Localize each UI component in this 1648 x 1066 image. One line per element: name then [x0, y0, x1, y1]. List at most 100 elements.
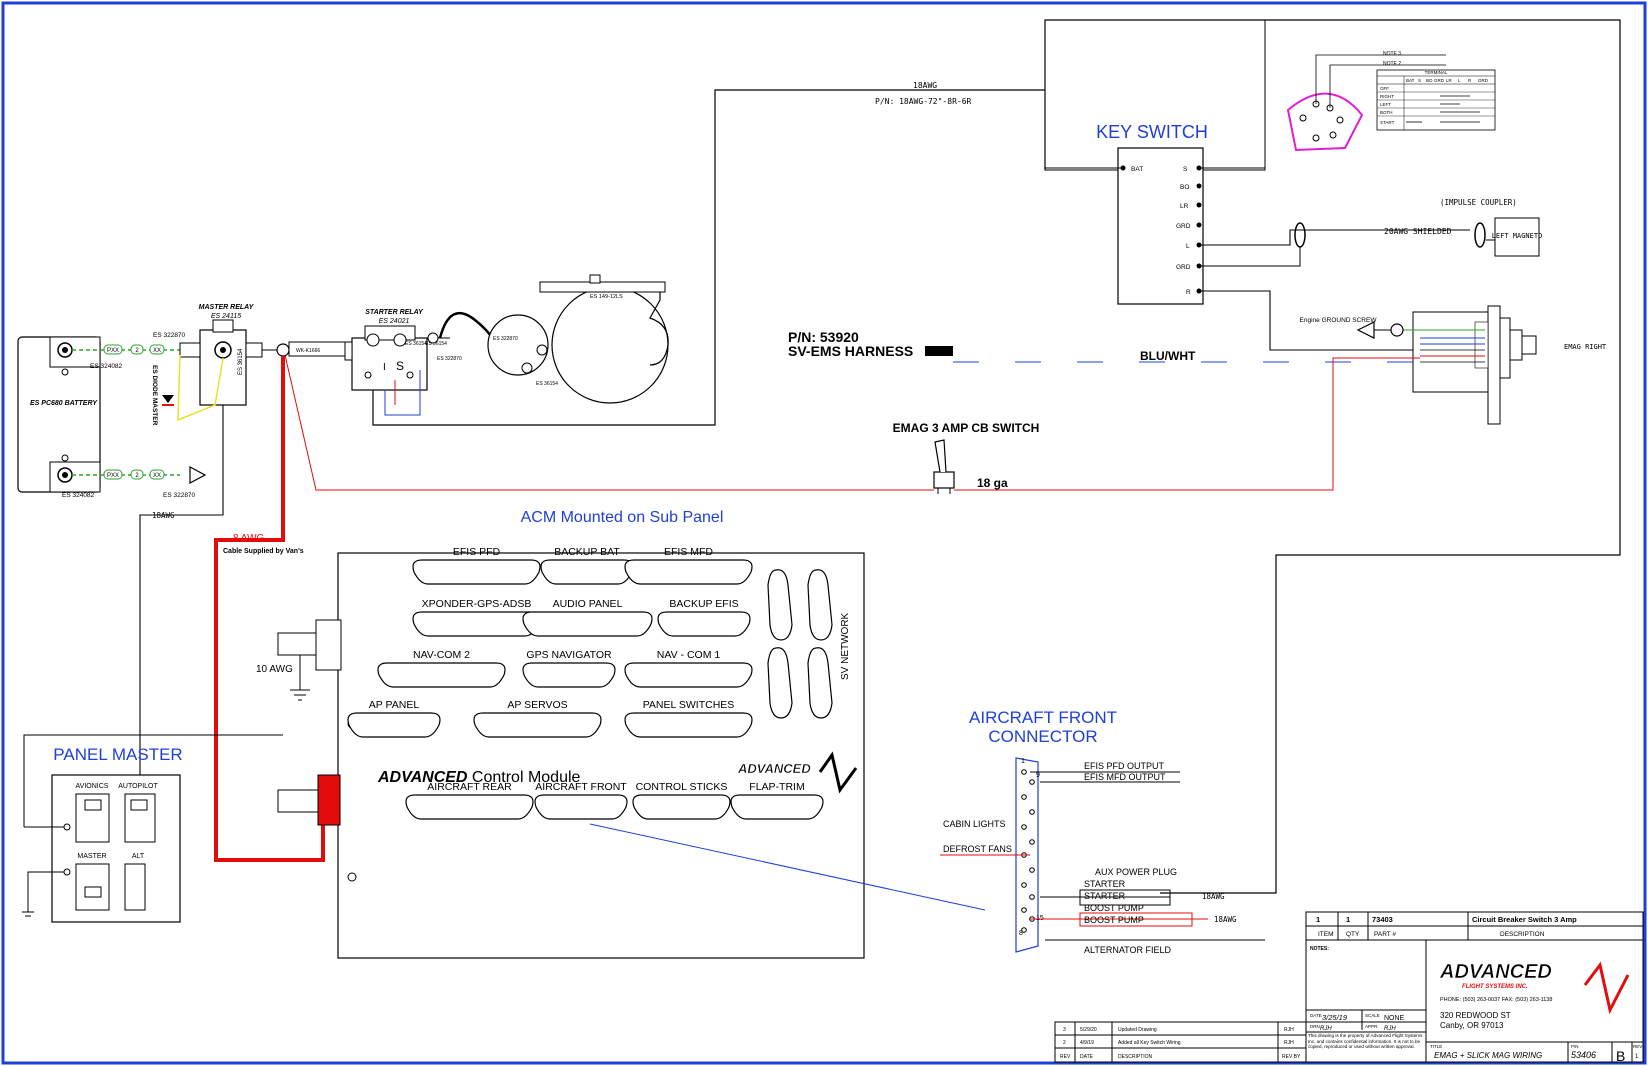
- svg-text:Circuit Breaker Switch 3 Amp: Circuit Breaker Switch 3 Amp: [1472, 915, 1577, 924]
- rev-row-0-date: 5/29/20: [1080, 1027, 1097, 1033]
- acm-connector-nav-com-1: NAV - COM 1: [624, 649, 753, 688]
- svg-text:REV BY: REV BY: [1282, 1054, 1301, 1060]
- svg-text:53406: 53406: [1571, 1050, 1596, 1060]
- acm-title: ADVANCED Control Module: [377, 769, 581, 786]
- acm-connector-control-sticks: CONTROL STICKS: [632, 781, 731, 820]
- front-connector-title-2: CONNECTOR: [988, 727, 1097, 746]
- svg-text:DATE: DATE: [1080, 1054, 1094, 1060]
- svg-text:LR: LR: [1446, 78, 1453, 83]
- panel-master-switches: AVIONICS AUTOPILOT MASTER ALT: [75, 783, 158, 911]
- starter-relay-wk: WK-K1666: [296, 348, 320, 354]
- svg-text:73403: 73403: [1372, 915, 1393, 924]
- svg-text:BO: BO: [1180, 184, 1189, 191]
- starter-relay: S I: [288, 325, 428, 416]
- svg-text:R: R: [1186, 289, 1191, 296]
- svg-text:PHONE: (503) 263-0037 FAX: (5: PHONE: (503) 263-0037 FAX: (503) 263-113…: [1440, 997, 1552, 1003]
- rev-row-1-by: RJH: [1284, 1040, 1294, 1046]
- acm-connector-aircraft-front: AIRCRAFT FRONT: [534, 781, 628, 820]
- rev-row-1-desc: Added all Key Switch Wiring: [1118, 1040, 1181, 1046]
- front-connector-title-1: AIRCRAFT FRONT: [969, 708, 1117, 727]
- acm-connector-audio-panel: AUDIO PANEL: [522, 598, 653, 637]
- rev-row-0-by: RJH: [1284, 1027, 1294, 1033]
- svg-text:BO: BO: [1426, 78, 1433, 83]
- acm-subtitle: ACM Mounted on Sub Panel: [521, 509, 724, 526]
- svg-text:MASTER: MASTER: [77, 853, 106, 860]
- svg-text:S: S: [1418, 78, 1421, 83]
- svg-text:NOTE 2: NOTE 2: [1383, 61, 1401, 67]
- svg-text:NOTE 3: NOTE 3: [1383, 51, 1401, 57]
- svg-text:START: START: [1380, 120, 1395, 125]
- starter-stud-part-2: ES 36154: [536, 381, 558, 387]
- wire-label-18awg-top: 18AWG: [913, 81, 937, 90]
- front-connector-pin: [1021, 927, 1027, 933]
- pin-8-label: 8: [1019, 930, 1023, 937]
- acm-connector-label: AP PANEL: [369, 699, 420, 711]
- emag-right-label: EMAG RIGHT: [1564, 343, 1607, 351]
- battery-part-bottom: ES 324082: [62, 492, 95, 499]
- acm-connector-efis-pfd: EFIS PFD: [412, 546, 541, 585]
- svg-text:P/N: P/N: [1571, 1044, 1579, 1049]
- revision-table: 3 5/29/20 Updated Drawing RJH 2 4/9/19 A…: [1054, 1021, 1307, 1063]
- acm-connector-ap-servos: AP SERVOS: [473, 699, 602, 738]
- awg8-label: 8 AWG: [233, 533, 265, 544]
- acm-connector-label: FLAP-TRIM: [749, 781, 804, 793]
- blu-wht-label: BLU/WHT: [1140, 349, 1196, 363]
- svg-text:EMAG + SLICK MAG WIRING: EMAG + SLICK MAG WIRING: [1434, 1051, 1542, 1060]
- starter-relay-title: STARTER RELAY: [365, 309, 424, 316]
- svg-text:REV: REV: [1060, 1054, 1071, 1060]
- starter-motor: [487, 274, 669, 404]
- acm-connector-label: AUDIO PANEL: [553, 598, 623, 610]
- battery-18awg-label: 18AWG: [152, 511, 175, 520]
- sig-boost-1: BOOST PUMP: [1084, 903, 1144, 913]
- impulse-coupler-label: (IMPULSE COUPLER): [1440, 198, 1517, 207]
- svg-text:GRD: GRD: [1434, 78, 1445, 83]
- front-connector-pin: [1029, 779, 1035, 785]
- sig-alt-field: ALTERNATOR FIELD: [1084, 945, 1172, 955]
- svg-text:320 REDWOOD ST: 320 REDWOOD ST: [1440, 1011, 1511, 1020]
- front-connector-pin: [1021, 882, 1027, 888]
- battery-cable-top: PXX 2 XX: [72, 344, 180, 355]
- svg-text:DESCRIPTION: DESCRIPTION: [1118, 1054, 1153, 1060]
- wire-label-20awg: 20AWG SHIELDED: [1384, 227, 1452, 236]
- sig-cabin-lights: CABIN LIGHTS: [943, 819, 1006, 829]
- sig-aux-power: AUX POWER PLUG: [1095, 867, 1177, 877]
- acm-connector-xponder-gps-adsb: XPONDER-GPS-ADSB: [412, 598, 541, 637]
- sv-network-label: SV NETWORK: [840, 612, 851, 680]
- svg-text:ADVANCED: ADVANCED: [1439, 961, 1552, 983]
- panel-master-box: [51, 774, 181, 923]
- rev-row-0-rev: 3: [1063, 1027, 1066, 1033]
- rev-row-1-rev: 2: [1063, 1040, 1066, 1046]
- acm-connector-label: AIRCRAFT REAR: [427, 781, 512, 793]
- title-block: NOTES: DATE 3/25/19 SCALE NONE DRN RJH A…: [1305, 939, 1644, 1064]
- svg-text:Canby, OR 97013: Canby, OR 97013: [1440, 1021, 1504, 1030]
- front-connector-pin: [1029, 809, 1035, 815]
- svg-text:L: L: [1186, 243, 1190, 250]
- svg-text:RIGHT: RIGHT: [1380, 94, 1394, 99]
- svg-text:XX: XX: [153, 348, 161, 354]
- sig-efis-mfd: EFIS MFD OUTPUT: [1084, 772, 1166, 782]
- acm-connector-label: BACKUP EFIS: [669, 598, 738, 610]
- svg-text:BOTH: BOTH: [1380, 110, 1393, 115]
- acm-connector-ap-panel: AP PANEL: [347, 699, 441, 738]
- wire-label-pn-top: P/N: 18AWG-72"-8R-6R: [875, 97, 972, 106]
- sig-starter-2: STARTER: [1084, 891, 1126, 901]
- engine-ground-label: Engine GROUND SCREW: [1300, 317, 1378, 324]
- key-switch-terminals: BAT S BO LR GRD L GRD R: [1120, 165, 1202, 296]
- front-connector-pin: [1029, 867, 1035, 873]
- acm-connector-nav-com-2: NAV-COM 2: [377, 649, 506, 688]
- front-connector-pin: [1021, 794, 1027, 800]
- starter-relay-part: ES 24021: [379, 318, 410, 325]
- svg-text:PXX: PXX: [107, 348, 119, 354]
- sig-boost-2: BOOST PUMP: [1084, 915, 1144, 925]
- acm-connector-efis-mfd: EFIS MFD: [624, 546, 753, 585]
- bom-table: 1 1 73403 Circuit Breaker Switch 3 Amp I…: [1305, 911, 1644, 941]
- svg-text:BAT: BAT: [1131, 166, 1143, 173]
- svg-text:S: S: [1183, 166, 1188, 173]
- svg-text:PXX: PXX: [107, 473, 119, 479]
- sig-efis-pfd: EFIS PFD OUTPUT: [1084, 761, 1165, 771]
- svg-text:RJH: RJH: [1320, 1026, 1332, 1032]
- svg-text:GRD: GRD: [1176, 223, 1191, 230]
- battery: ES PC680 BATTERY: [17, 336, 101, 493]
- svg-text:ITEM: ITEM: [1318, 931, 1334, 938]
